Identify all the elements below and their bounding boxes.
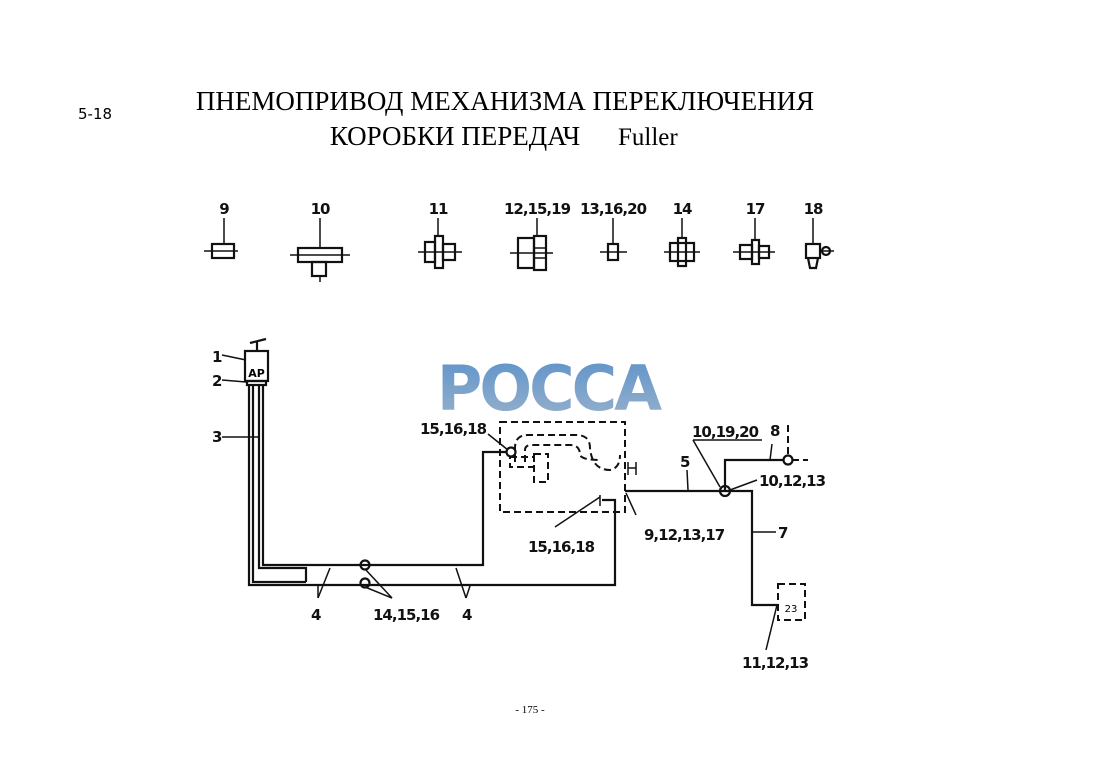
pipe-lines <box>247 385 808 607</box>
svg-text:17: 17 <box>746 200 765 218</box>
svg-text:1: 1 <box>212 348 222 366</box>
connector <box>782 454 794 466</box>
svg-text:14: 14 <box>673 200 692 218</box>
svg-text:18: 18 <box>804 200 823 218</box>
svg-text:15,16,18: 15,16,18 <box>420 420 487 438</box>
svg-text:5: 5 <box>680 453 690 471</box>
svg-text:4: 4 <box>311 606 321 624</box>
svg-text:10,12,13: 10,12,13 <box>759 472 826 490</box>
svg-text:2: 2 <box>212 372 222 390</box>
watermark-logo: РОССА <box>437 352 662 425</box>
svg-text:13,16,20: 13,16,20 <box>580 200 647 218</box>
svg-text:AP: AP <box>248 367 265 380</box>
parts-legend: 9 10 11 12,15,19 <box>204 200 834 282</box>
title-line-1: ПНЕМОПРИВОД МЕХАНИЗМА ПЕРЕКЛЮЧЕНИЯ <box>196 86 814 116</box>
title-line-2: КОРОБКИ ПЕРЕДАЧ <box>330 121 580 151</box>
svg-text:10: 10 <box>311 200 330 218</box>
gearbox-outline <box>499 421 637 513</box>
svg-text:8: 8 <box>770 422 780 440</box>
part-10: 10 <box>290 200 350 282</box>
svg-text:23: 23 <box>785 604 798 615</box>
connector <box>359 577 371 589</box>
part-18: 18 <box>804 200 834 270</box>
page-code: 5-18 <box>78 105 112 123</box>
part-17: 17 <box>733 200 775 266</box>
component-23: 23 <box>777 583 806 621</box>
part-14: 14 <box>664 200 700 268</box>
svg-text:4: 4 <box>462 606 472 624</box>
svg-text:7: 7 <box>778 524 788 542</box>
svg-text:9,12,13,17: 9,12,13,17 <box>644 526 725 544</box>
svg-text:15,16,18: 15,16,18 <box>528 538 595 556</box>
part-13-16-20: 13,16,20 <box>580 200 648 262</box>
title-brand: Fuller <box>618 124 678 151</box>
part-12-15-19: 12,15,19 <box>504 200 572 272</box>
part-9: 9 <box>204 200 238 260</box>
svg-text:11,12,13: 11,12,13 <box>742 654 809 672</box>
svg-text:3: 3 <box>212 428 222 446</box>
leader-lines <box>221 354 778 651</box>
svg-text:12,15,19: 12,15,19 <box>504 200 571 218</box>
svg-text:11: 11 <box>429 200 448 218</box>
part-11: 11 <box>418 200 462 270</box>
svg-text:14,15,16: 14,15,16 <box>373 606 440 624</box>
valve-ap: AP <box>243 337 270 387</box>
page-number: - 175 - <box>515 704 545 716</box>
connector <box>718 484 732 498</box>
svg-text:9: 9 <box>219 200 229 218</box>
callout-labels: 1 2 3 4 14,15,16 4 15,16,18 15,16,18 5 1… <box>212 348 827 672</box>
svg-text:10,19,20: 10,19,20 <box>692 423 759 441</box>
